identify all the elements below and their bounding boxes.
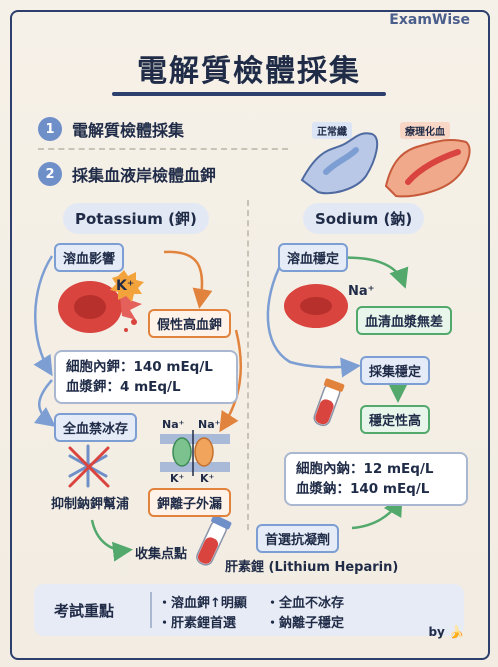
pseudo-hyperkalemia-box: 假性高血鉀: [148, 309, 232, 338]
arrow-to-leak: [219, 329, 243, 433]
serum-plasma-no-diff-box: 血清血漿無差: [356, 306, 453, 335]
sodium-intracellular-value: 細胞內鈉：12 mEq/L: [296, 461, 434, 477]
exam-keypoints-label: 考試重點: [54, 602, 115, 620]
title-underline: [112, 92, 386, 96]
arrow-to-collect: [90, 519, 133, 562]
hemolyzed-rbc-illustration: [58, 281, 142, 333]
step-divider: [38, 148, 288, 150]
step-2-number: 2: [38, 162, 62, 186]
na-symbol-label: Na⁺: [348, 284, 375, 299]
potassium-plasma-value: 血漿鉀：4 mEq/L: [66, 379, 181, 395]
normal-vessel-tag: 正常纖: [312, 122, 352, 139]
step-1-number: 1: [38, 117, 62, 141]
pump-inhibition-label: 抑制鈉鉀幫浦: [51, 497, 130, 512]
arrow-to-pseudo: [163, 250, 213, 309]
step-2-text: 採集血液岸檢體血鉀: [72, 166, 217, 185]
step-1: 1 電解質檢體採集: [38, 117, 184, 141]
k-label-1: K⁺: [170, 472, 185, 485]
blood-tube-icon-sodium: [313, 378, 345, 427]
sodium-header: Sodium (鈉): [303, 203, 425, 234]
stable-collect-box: 採集穩定: [360, 356, 431, 385]
k-symbol-label: K⁺: [116, 278, 135, 294]
column-divider: [247, 200, 249, 530]
hemolyzed-vessel-illustration: [384, 138, 471, 198]
ion-channel-illustration: [160, 430, 230, 476]
author-credit: by 🍌: [428, 625, 464, 639]
sodium-values-box: 細胞內鈉：12 mEq/L 血漿鈉：140 mEq/L: [284, 452, 468, 506]
anticoagulant-box: 首選抗凝劑: [256, 524, 340, 553]
k-burst-icon: [110, 270, 144, 302]
brand-label: ExamWise: [383, 12, 476, 28]
normal-vessel-illustration: [300, 132, 379, 195]
na-label-1: Na⁺: [162, 418, 185, 431]
step-2: 2 採集血液岸檢體血鉀: [38, 162, 216, 186]
intact-rbc-illustration: [284, 284, 348, 328]
collection-point-label: 收集点點: [135, 547, 188, 562]
no-ice-box: 全血禁冰存: [54, 413, 138, 442]
potassium-header: Potassium (鉀): [63, 203, 209, 234]
potassium-values-box: 細胞內鉀：140 mEq/L 血漿鉀：4 mEq/L: [54, 350, 238, 404]
hemolyzed-vessel-tag: 療理化血: [400, 122, 450, 139]
exam-item-1: ・溶血鉀↑明顯: [158, 596, 247, 611]
sodium-hemolysis-box: 溶血穩定: [278, 243, 349, 272]
page-frame: [10, 10, 490, 660]
step-1-text: 電解質檢體採集: [72, 121, 185, 140]
potassium-leak-box: 鉀離子外漏: [148, 488, 232, 517]
sodium-plasma-value: 血漿鈉：140 mEq/L: [296, 481, 430, 497]
k-label-2: K⁺: [200, 472, 215, 485]
arrow-to-stable-collect: [266, 261, 361, 378]
exam-item-4: ・鈉離子穩定: [266, 616, 345, 631]
lithium-heparin-label: 肝素鋰 (Lithium Heparin): [225, 560, 399, 575]
high-stability-box: 穩定性高: [360, 405, 431, 434]
exam-item-2: ・全血不冰存: [266, 596, 345, 611]
exam-item-3: ・肝素鋰首選: [158, 616, 237, 631]
na-label-2: Na⁺: [198, 418, 221, 431]
exam-keypoints-panel: 考試重點 ・溶血鉀↑明顯 ・全血不冰存 ・肝素鋰首選 ・鈉離子穩定: [34, 584, 464, 636]
arrow-values-to-noice: [34, 379, 56, 428]
page-title: 電解質檢體採集: [137, 54, 361, 89]
no-ice-icon: [68, 444, 110, 488]
heparin-tube-icon: [196, 514, 232, 566]
potassium-hemolysis-box: 溶血影響: [54, 243, 125, 272]
exam-separator: [150, 592, 152, 628]
potassium-intracellular-value: 細胞內鉀：140 mEq/L: [66, 359, 213, 375]
arrow-hemolysis-to-values: [33, 255, 54, 377]
